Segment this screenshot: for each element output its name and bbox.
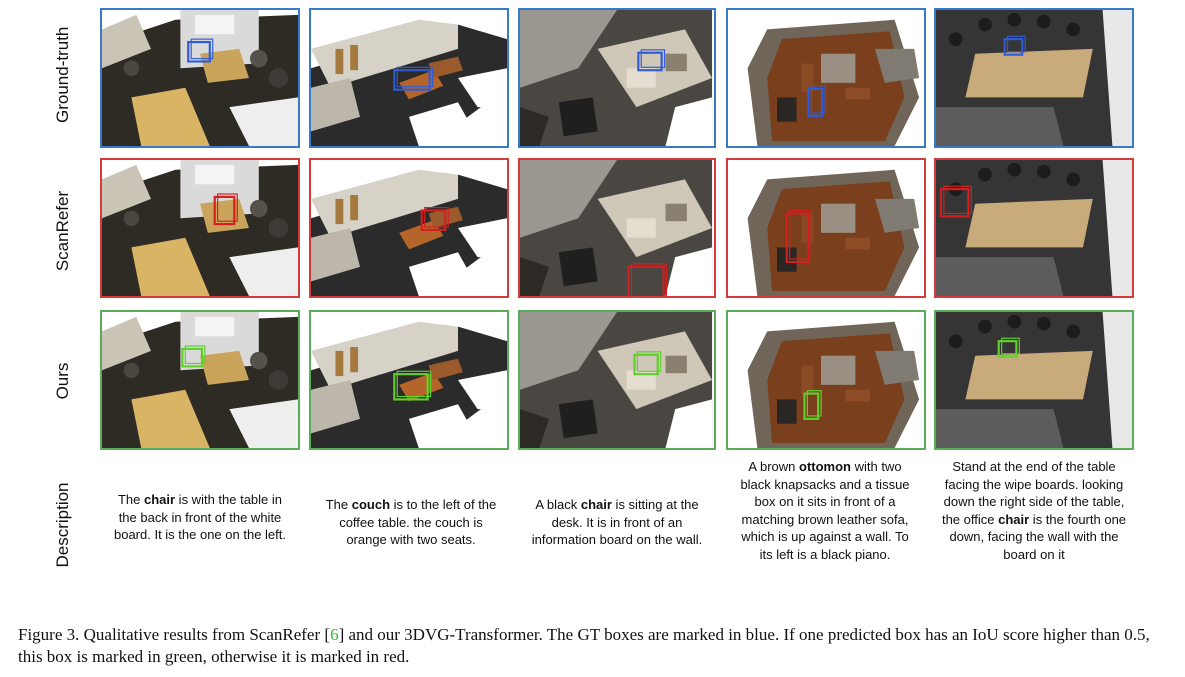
bounding-box-edge	[806, 390, 822, 417]
citation-link[interactable]: 6	[330, 625, 339, 644]
scene-2-scanrefer	[309, 158, 509, 298]
scene-3-scanrefer	[518, 158, 716, 298]
bounding-box	[187, 40, 211, 63]
bounding-box	[181, 347, 204, 368]
scene-render	[520, 160, 713, 296]
scene-render	[728, 10, 924, 146]
scene-render	[520, 10, 713, 146]
bounding-box-edge	[396, 370, 432, 398]
figure-caption: Figure 3. Qualitative results from ScanR…	[18, 625, 1150, 666]
bounding-box-edge	[1001, 337, 1020, 355]
bounding-box-edge	[943, 185, 972, 215]
scene-render	[311, 10, 507, 146]
bounding-box	[633, 353, 659, 376]
scene-render	[311, 160, 507, 296]
bounding-box	[393, 373, 429, 401]
scene-render	[728, 160, 924, 296]
bounding-box-edge	[640, 49, 666, 68]
bounding-box	[213, 195, 236, 226]
description-3: A black chair is sitting at the desk. It…	[531, 497, 703, 547]
bounding-box-edge	[217, 193, 238, 222]
bounding-box-edge	[636, 351, 662, 372]
bounding-box	[939, 188, 970, 218]
bounding-box-edge	[810, 85, 826, 114]
bounding-box	[1003, 38, 1024, 56]
scene-4-ground-truth	[726, 8, 926, 148]
row-label-scanrefer: ScanRefer	[53, 190, 72, 272]
scene-render	[311, 312, 507, 448]
scene-render	[936, 160, 1132, 296]
bounding-box-edge	[190, 38, 214, 60]
bounding-box	[420, 209, 447, 232]
bounding-box-edge	[789, 209, 812, 260]
bounding-box	[785, 212, 810, 264]
bounding-box	[803, 392, 820, 420]
scene-render	[520, 312, 713, 448]
scene-render	[936, 10, 1132, 146]
scene-render	[728, 312, 924, 448]
scene-1-ours	[100, 310, 300, 450]
scene-5-scanrefer	[934, 158, 1134, 298]
bounding-box	[637, 51, 663, 72]
bounding-box-edge	[1006, 35, 1026, 53]
scene-3-ours	[518, 310, 716, 450]
bounding-box	[807, 87, 824, 117]
scene-2-ground-truth	[309, 8, 509, 148]
bounding-box-edge	[184, 345, 206, 365]
scene-5-ground-truth	[934, 8, 1134, 148]
bounding-box-edge	[424, 207, 449, 228]
description-2: The couch is to the left of the coffee t…	[325, 497, 497, 547]
scene-render	[936, 312, 1132, 448]
bounding-box	[393, 69, 431, 91]
scene-render	[102, 160, 298, 296]
bounding-box-edge	[630, 263, 668, 296]
row-label-description: Description	[53, 482, 72, 568]
description-1: The chair is with the table in the back …	[113, 492, 286, 542]
scene-4-scanrefer	[726, 158, 926, 298]
bounding-box-edge	[396, 66, 434, 88]
row-label-ours: Ours	[53, 362, 72, 400]
scene-1-scanrefer	[100, 158, 300, 298]
description-4: A brown ottomon with two black knapsacks…	[740, 459, 910, 562]
row-label-ground-truth: Ground-truth	[53, 26, 72, 123]
scene-3-ground-truth	[518, 8, 716, 148]
scene-5-ours	[934, 310, 1134, 450]
scene-2-ours	[309, 310, 509, 450]
scene-4-ours	[726, 310, 926, 450]
scene-render	[102, 312, 298, 448]
bounding-box	[627, 265, 665, 296]
description-5: Stand at the end of the table facing the…	[941, 459, 1127, 562]
bounding-box	[997, 340, 1018, 358]
scene-render	[102, 10, 298, 146]
scene-1-ground-truth	[100, 8, 300, 148]
